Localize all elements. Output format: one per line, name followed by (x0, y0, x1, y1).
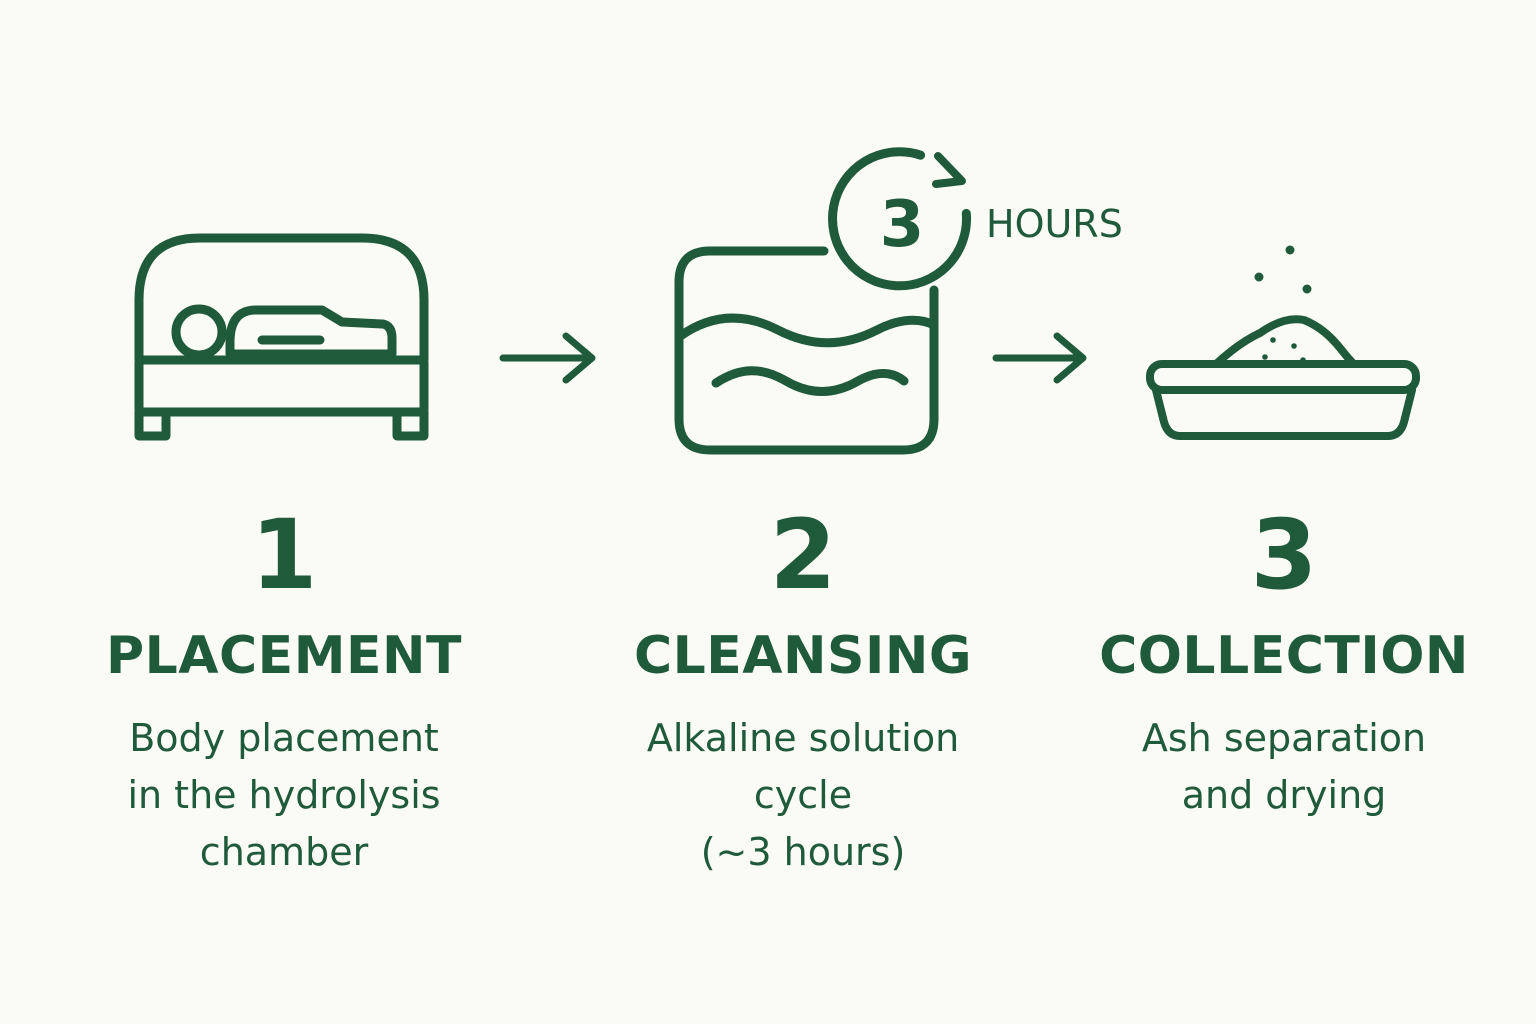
step-placement: 1 PLACEMENT Body placement in the hydrol… (74, 500, 494, 881)
step-title: CLEANSING (633, 626, 973, 686)
step-description: Ash separation and drying (1141, 716, 1427, 817)
timer-cycle-icon: 3 (828, 147, 972, 291)
timer-unit-label: HOURS (986, 202, 1123, 246)
step-description: Alkaline solution cycle (~3 hours) (646, 716, 960, 874)
step-cleansing: 2 CLEANSING Alkaline solution cycle (~3 … (593, 500, 1013, 881)
step-number: 3 (1250, 499, 1318, 611)
arrow-right-icon (992, 332, 1087, 384)
step-collection: 3 COLLECTION Ash separation and drying (1074, 500, 1494, 824)
ash-tray-icon (1146, 245, 1420, 440)
step-description: Body placement in the hydrolysis chamber (127, 716, 441, 874)
step-number: 1 (250, 499, 318, 611)
step-title: COLLECTION (1099, 626, 1469, 686)
step-title: PLACEMENT (106, 626, 462, 686)
bed-chamber-icon (134, 233, 429, 441)
water-tank-icon (674, 246, 939, 455)
step-number: 2 (769, 499, 837, 611)
timer-value: 3 (880, 188, 925, 262)
arrow-right-icon (499, 332, 596, 384)
